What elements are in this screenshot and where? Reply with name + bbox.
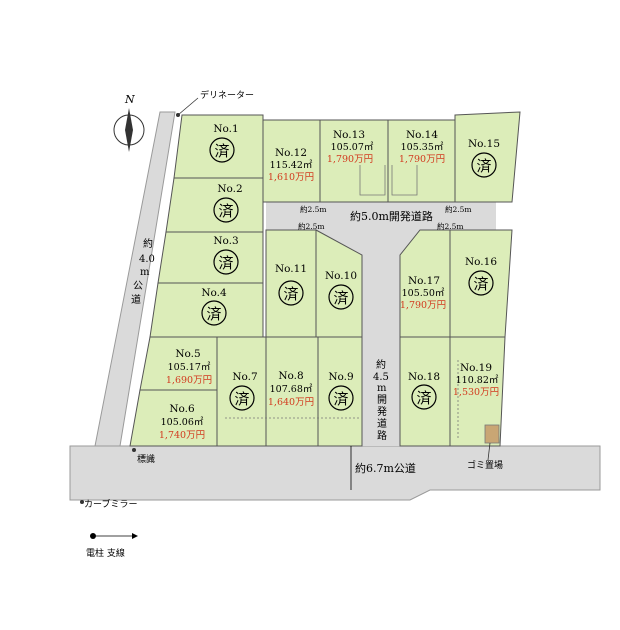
lot-13-price: 1,790万円 [327, 154, 373, 165]
lot-4-number: No.4 [201, 287, 227, 299]
lot-6-price: 1,740万円 [159, 430, 205, 441]
lot-19 [449, 336, 506, 447]
lot-19-number: No.19 [460, 362, 492, 374]
lot-18-number: No.18 [408, 371, 440, 383]
width-label-1: 約2.5m [300, 204, 327, 214]
dev-road-char-2: m [377, 383, 387, 394]
lot-3-sold: 済 [218, 254, 233, 272]
lot-13-number: No.13 [333, 129, 365, 141]
lot-2-number: No.2 [217, 183, 242, 195]
lot-4-sold: 済 [206, 305, 221, 323]
lot-3 [157, 231, 264, 284]
south-public-road [69, 445, 601, 501]
dev-road-char-0: 約 [376, 358, 386, 371]
north-arrow: N [113, 93, 145, 152]
lot-9-sold: 済 [333, 390, 348, 408]
dev-road-char-1: 4.5 [373, 372, 389, 383]
lot-12-price: 1,610万円 [268, 172, 314, 183]
legend-label: 電柱 支線 [86, 547, 125, 559]
south-road-label: 約6.7m公道 [355, 461, 416, 475]
lot-19-area: 110.82㎡ [456, 375, 499, 386]
roads [69, 111, 601, 501]
lot-16-sold: 済 [473, 275, 488, 293]
lot-15 [454, 111, 521, 203]
delineator-marker: デリネーター [176, 89, 254, 117]
signpost-label: 標識 [137, 453, 155, 465]
lot-19-price: 1,530万円 [453, 387, 499, 398]
lot-14-price: 1,790万円 [399, 154, 445, 165]
north-label: N [124, 93, 135, 106]
dev-road-char-6: 路 [377, 429, 387, 442]
lot-5-price: 1,690万円 [166, 375, 212, 386]
dev-road-main-label: 約5.0m開発道路 [350, 209, 433, 223]
lot-6-area: 105.06㎡ [161, 417, 204, 428]
garbage-label: ゴミ置場 [467, 459, 503, 471]
lot-17-price: 1,790万円 [400, 300, 446, 311]
west-road-char-4: 道 [131, 293, 141, 306]
lot-9-number: No.9 [328, 371, 353, 383]
dev-road-south-label: 約 4.5 m 開 発 道 路 [373, 358, 389, 442]
lot-5-number: No.5 [175, 348, 200, 360]
lot-2-sold: 済 [218, 202, 233, 220]
lot-11 [265, 229, 317, 338]
lot-16-number: No.16 [465, 256, 497, 268]
dev-road-main [266, 202, 496, 230]
lot-11-sold: 済 [283, 285, 298, 303]
lot-8-price: 1,640万円 [268, 397, 314, 408]
lot-8-number: No.8 [278, 370, 303, 382]
lot-17-number: No.17 [408, 275, 440, 287]
lot-10-number: No.10 [325, 270, 357, 282]
lot-11-number: No.11 [275, 263, 307, 275]
dev-road-stem [316, 230, 420, 446]
curve-mirror-label: カーブミラー [84, 498, 137, 510]
lot-17-area: 105.50㎡ [402, 288, 445, 299]
site-details [225, 165, 500, 444]
west-road-char-3: 公 [133, 281, 143, 292]
lot-14-area: 105.35㎡ [401, 142, 444, 153]
lot-1-sold: 済 [214, 142, 229, 160]
width-label-2: 約2.5m [298, 221, 325, 231]
lot-12-area: 115.42㎡ [270, 160, 313, 171]
lot-14-number: No.14 [406, 129, 438, 141]
lot-10-sold: 済 [333, 289, 348, 307]
west-road-char-0: 約 [143, 237, 153, 250]
lot-12-number: No.12 [275, 147, 307, 159]
lot-15-sold: 済 [476, 157, 491, 175]
lot-6-number: No.6 [169, 403, 195, 415]
lot-13-area: 105.07㎡ [331, 142, 374, 153]
west-road-char-1: 4.0 [139, 254, 155, 265]
lot-8-area: 107.68㎡ [270, 384, 313, 395]
lot-1-number: No.1 [213, 123, 238, 135]
width-labels: 約2.5m 約2.5m 約2.5m 約2.5m [298, 204, 472, 231]
lot-labels: No.1 済 No.2 済 No.3 済 No.4 済 No.5 105.17㎡… [159, 123, 500, 441]
lots [129, 111, 521, 447]
lot-3-number: No.3 [213, 235, 238, 247]
lot-7-sold: 済 [234, 390, 249, 408]
lot-15-number: No.15 [468, 138, 500, 150]
lot-5-area: 105.17㎡ [168, 362, 211, 373]
lot-7-number: No.7 [232, 371, 257, 383]
delineator-label: デリネーター [200, 89, 254, 101]
west-road-char-2: m [140, 267, 150, 278]
lot-18-sold: 済 [416, 389, 431, 407]
width-label-4: 約2.5m [437, 221, 464, 231]
legend: 電柱 支線 [86, 533, 138, 559]
dev-road-char-3: 開 [377, 394, 387, 406]
dev-road-char-5: 道 [377, 417, 387, 430]
dev-road-char-4: 発 [377, 405, 387, 418]
west-road-label: 約 4.0 m 公 道 [131, 237, 155, 306]
width-label-3: 約2.5m [445, 204, 472, 214]
